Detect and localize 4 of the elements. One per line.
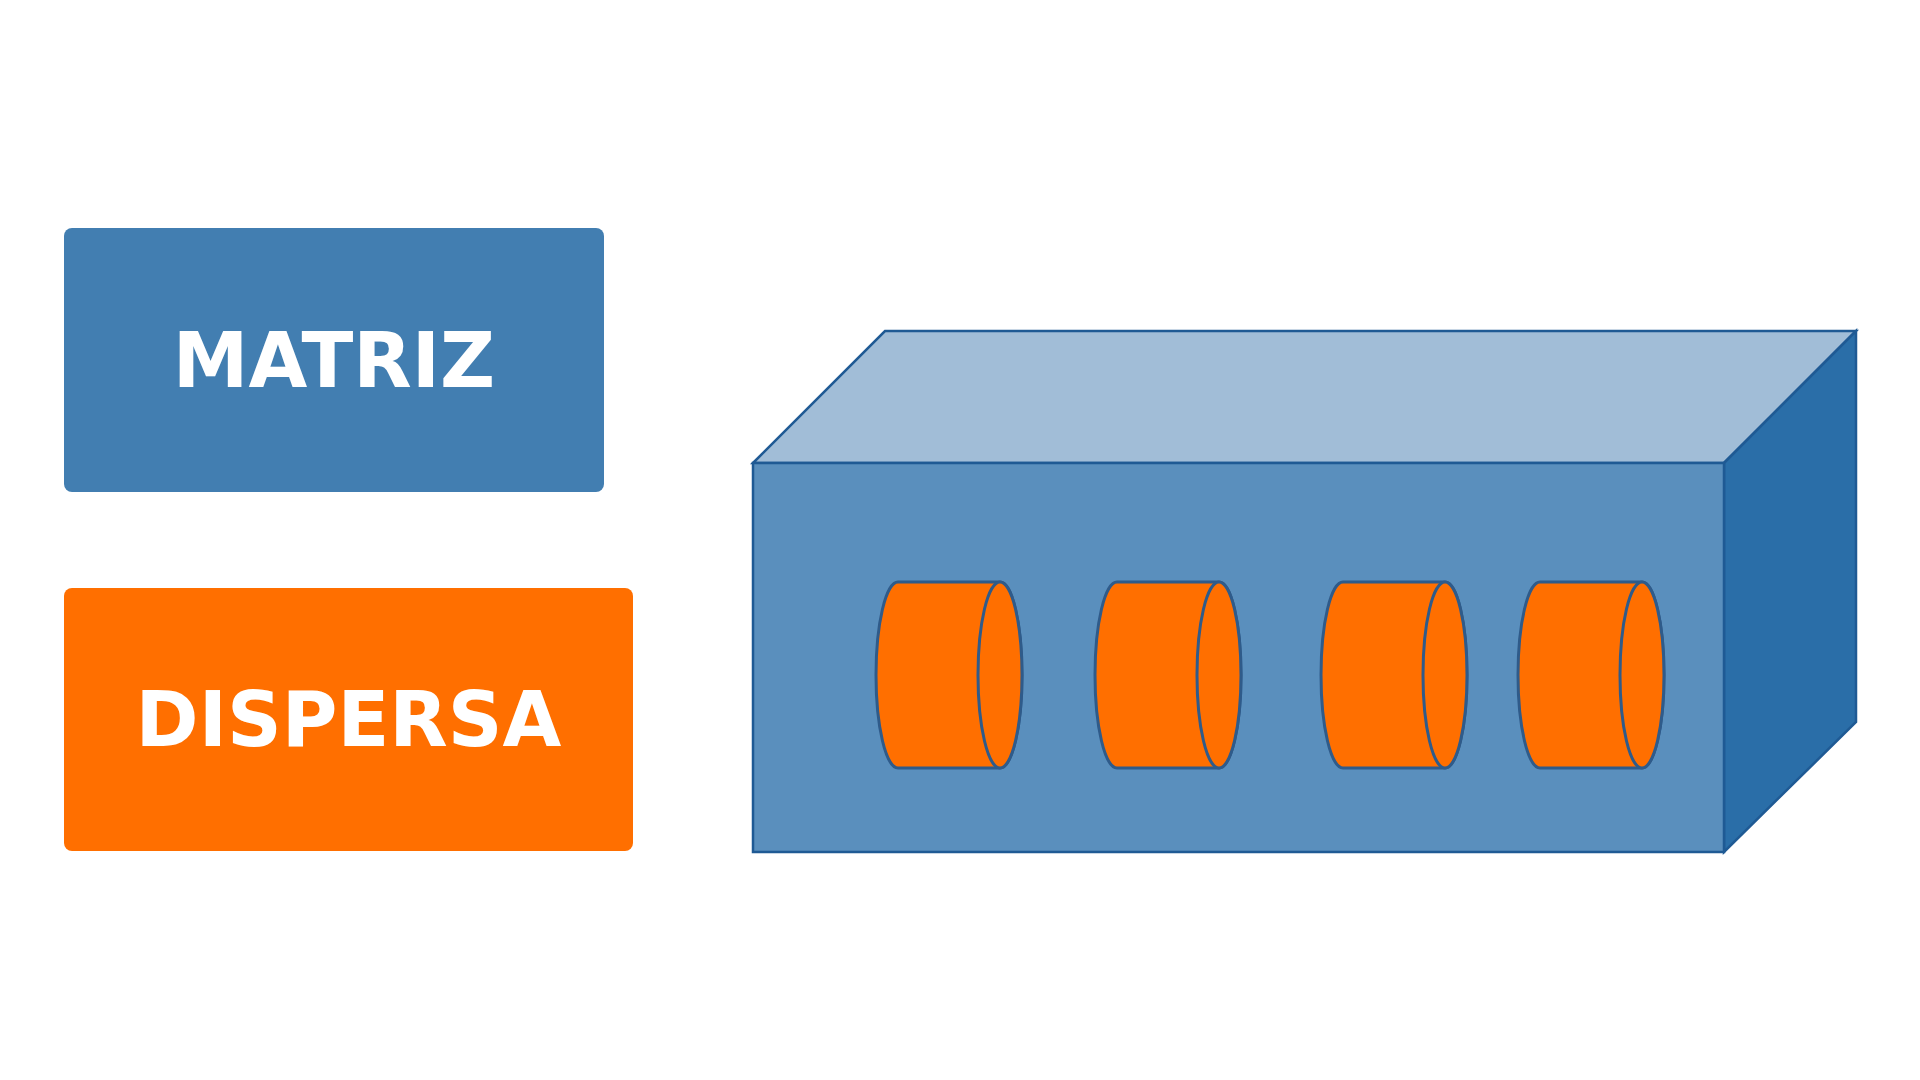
- label-box: [64, 588, 633, 851]
- label-text: DISPERSA: [135, 675, 562, 764]
- label-box: [64, 228, 604, 492]
- label-text: MATRIZ: [172, 315, 496, 405]
